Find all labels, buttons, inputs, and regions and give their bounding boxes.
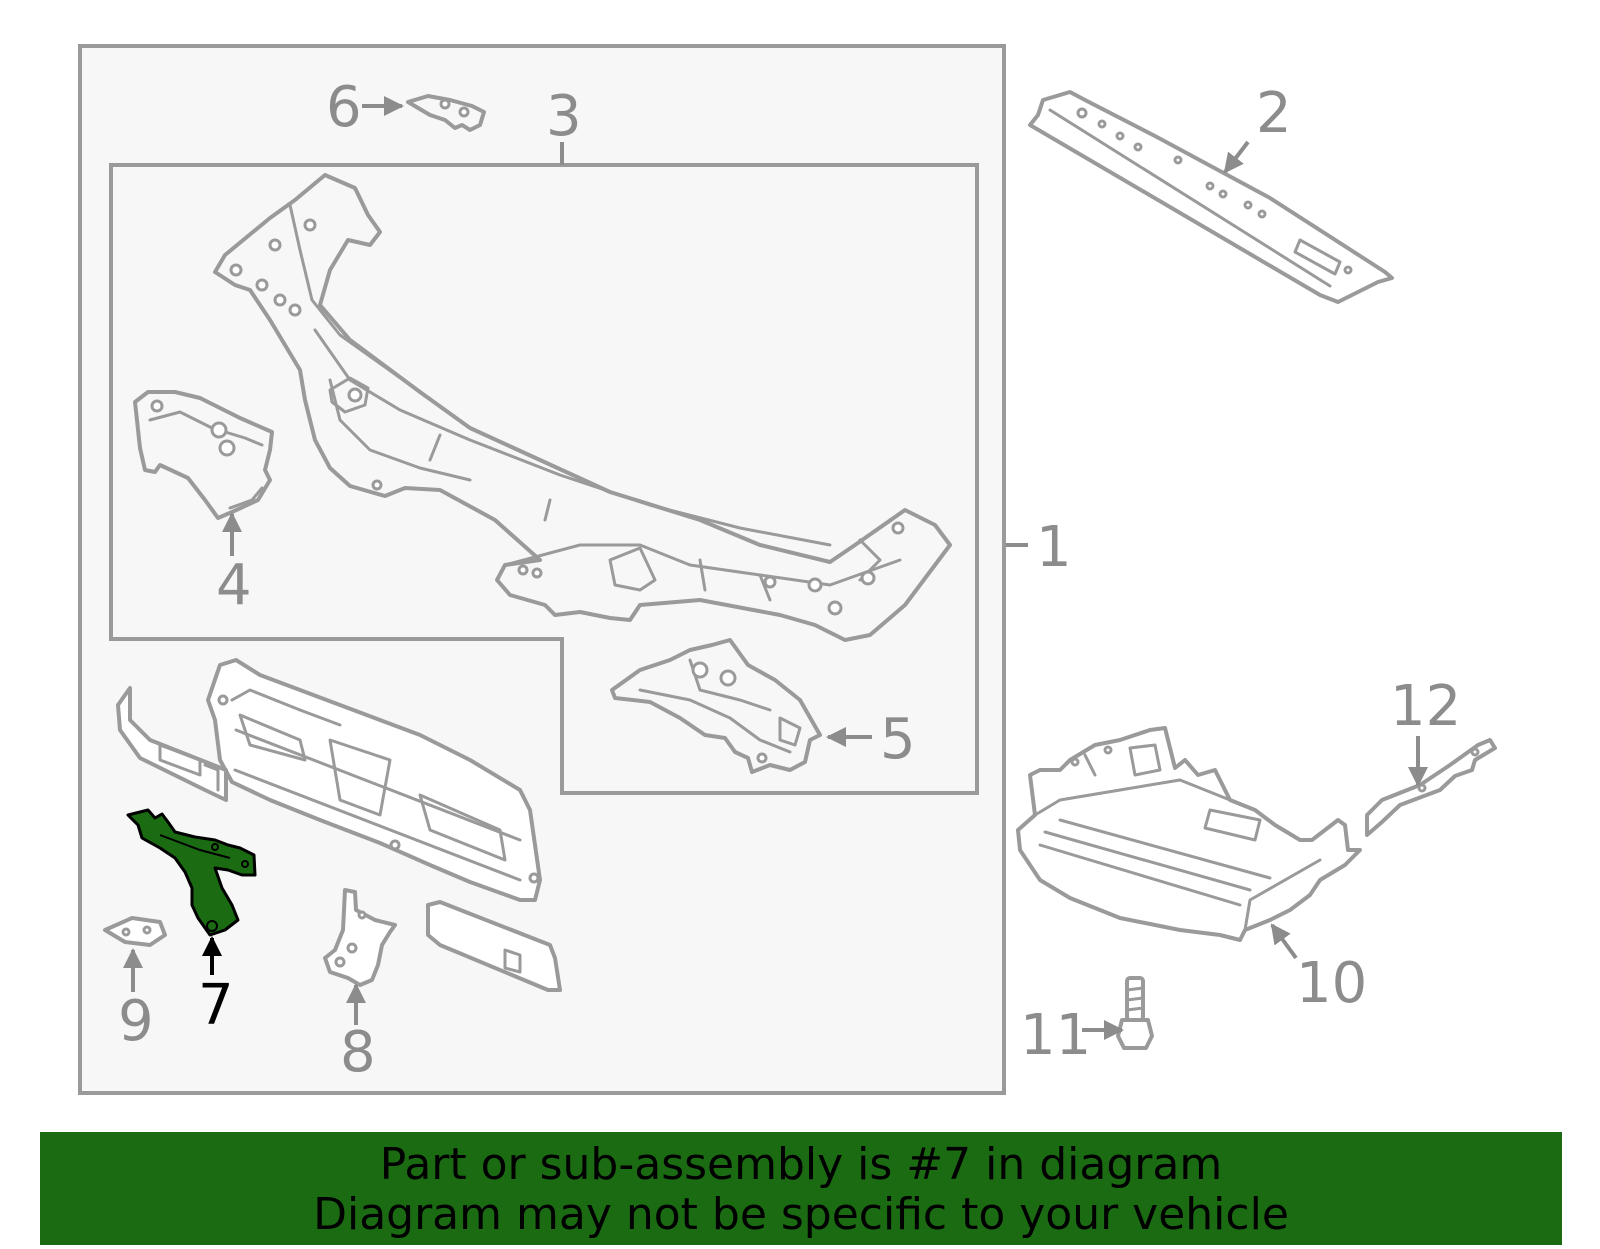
callout-4: 4 bbox=[216, 553, 252, 618]
part-7-bracket-highlighted[interactable] bbox=[126, 808, 257, 937]
info-banner: Part or sub-assembly is #7 in diagram Di… bbox=[40, 1132, 1562, 1245]
callout-12: 12 bbox=[1390, 674, 1461, 739]
callout-6: 6 bbox=[326, 75, 362, 140]
arrow-10 bbox=[1270, 923, 1298, 960]
callout-11: 11 bbox=[1020, 1003, 1091, 1068]
part-12-bracket[interactable] bbox=[1365, 738, 1497, 837]
callout-8: 8 bbox=[340, 1020, 376, 1085]
left-strip[interactable] bbox=[116, 686, 228, 802]
callout-5: 5 bbox=[880, 707, 916, 772]
part-11-bolt[interactable] bbox=[1116, 976, 1154, 1050]
part-2-upper-rail[interactable] bbox=[1028, 90, 1394, 304]
callout-1: 1 bbox=[1036, 515, 1072, 580]
callout-7: 7 bbox=[198, 973, 234, 1038]
arrow-2 bbox=[1223, 140, 1250, 174]
banner-line-2: Diagram may not be specific to your vehi… bbox=[313, 1189, 1289, 1240]
banner-line-1: Part or sub-assembly is #7 in diagram bbox=[379, 1139, 1223, 1190]
part-3-crossmember[interactable] bbox=[213, 173, 952, 642]
callout-2: 2 bbox=[1256, 81, 1292, 146]
part-4-bracket[interactable] bbox=[133, 390, 274, 520]
callout-10: 10 bbox=[1296, 951, 1367, 1016]
callout-3: 3 bbox=[546, 84, 582, 149]
part-5-bracket[interactable] bbox=[610, 638, 822, 774]
part-6-bracket[interactable] bbox=[406, 94, 486, 132]
part-9-plate[interactable] bbox=[103, 916, 167, 947]
part-8-bracket[interactable] bbox=[323, 888, 397, 987]
bottom-bar[interactable] bbox=[426, 900, 562, 992]
callout-9: 9 bbox=[118, 989, 154, 1054]
part-10-under-cover[interactable] bbox=[1016, 726, 1362, 942]
